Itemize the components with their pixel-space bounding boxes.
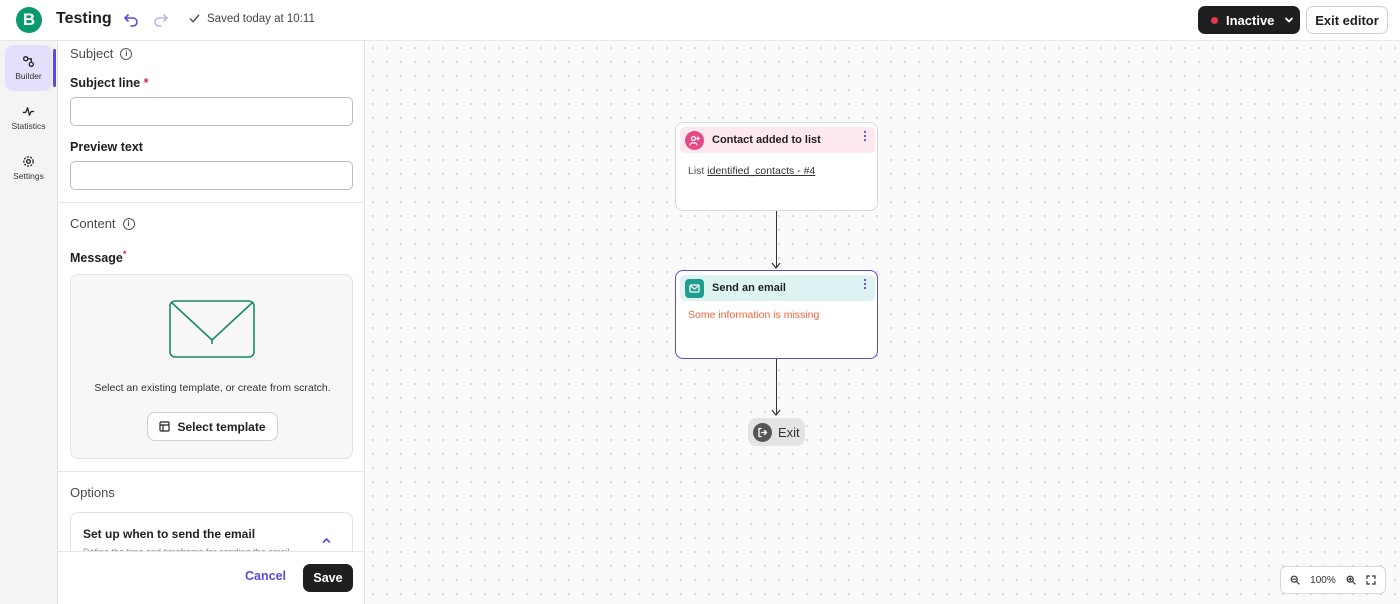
subject-section-title: Subject i [70, 46, 133, 61]
status-label: Inactive [1226, 12, 1275, 28]
arrow-head [771, 409, 781, 416]
more-menu-icon[interactable] [863, 130, 867, 142]
save-button[interactable]: Save [303, 564, 353, 592]
checkmark-icon [189, 14, 200, 23]
workflow-title[interactable]: Testing [56, 10, 112, 27]
trigger-node[interactable]: Contact added to list List identified_co… [675, 122, 878, 211]
trigger-node-title: Contact added to list [712, 134, 821, 146]
send-email-node-title: Send an email [712, 282, 786, 294]
cancel-button[interactable]: Cancel [245, 569, 286, 583]
zoom-controls: 100% [1280, 566, 1386, 594]
trigger-node-header: Contact added to list [680, 127, 875, 153]
chevron-up-icon[interactable] [321, 535, 332, 546]
subject-line-label: Subject line * [70, 76, 149, 90]
template-icon [159, 421, 171, 432]
template-hint: Select an existing template, or create f… [94, 382, 331, 394]
zoom-out-icon[interactable] [1290, 575, 1300, 585]
info-icon[interactable]: i [120, 47, 133, 60]
exit-icon [753, 422, 772, 442]
save-status-text: Saved today at 10:11 [207, 12, 315, 25]
button-label: Select template [177, 419, 266, 434]
save-status: Saved today at 10:11 [188, 12, 315, 25]
fit-screen-icon[interactable] [1366, 575, 1376, 585]
message-label: Message* [70, 249, 126, 265]
missing-info-warning: Some information is missing [688, 309, 820, 321]
user-plus-icon [685, 130, 704, 150]
nav-label: Builder [15, 71, 42, 81]
divider [58, 471, 364, 472]
builder-icon [23, 56, 34, 67]
required-marker: * [122, 249, 127, 259]
send-email-node-header: Send an email [680, 275, 875, 301]
field-label-text: Message [70, 251, 123, 266]
exit-editor-button[interactable]: Exit editor [1306, 6, 1388, 34]
message-template-box: Select an existing template, or create f… [70, 274, 353, 459]
arrow-head [771, 262, 781, 269]
workflow-canvas[interactable]: Contact added to list List identified_co… [366, 41, 1400, 604]
status-dropdown-button[interactable]: Inactive [1198, 6, 1300, 34]
statistics-icon [22, 107, 35, 116]
exit-label: Exit [778, 424, 800, 440]
connector-line [776, 211, 777, 268]
trigger-node-body: List identified_contacts - #4 [688, 165, 815, 177]
undo-icon[interactable] [122, 10, 140, 28]
active-indicator [53, 49, 56, 87]
chevron-down-icon [1285, 17, 1294, 23]
nav-item-settings[interactable]: Settings [5, 145, 52, 191]
zoom-in-icon[interactable] [1346, 575, 1356, 585]
gear-icon [23, 156, 34, 167]
top-bar: B Testing Saved today at 10:11 Inactive … [0, 0, 1400, 41]
redo-icon[interactable] [152, 10, 170, 28]
select-template-button[interactable]: Select template [147, 412, 278, 441]
section-label: Subject [70, 46, 114, 61]
list-prefix: List [688, 165, 705, 177]
preview-text-label: Preview text [70, 140, 143, 154]
field-label-text: Subject line [70, 76, 141, 90]
app-logo[interactable]: B [16, 7, 42, 33]
nav-item-statistics[interactable]: Statistics [5, 95, 52, 141]
section-label: Content [70, 216, 116, 231]
options-section-title: Options [70, 485, 115, 500]
email-settings-panel: Subject i Subject line * Preview text Co… [58, 41, 365, 604]
preview-text-input[interactable] [70, 161, 353, 190]
content-section-title: Content i [70, 216, 135, 231]
envelope-icon [685, 278, 704, 298]
more-menu-icon[interactable] [863, 278, 867, 290]
required-marker: * [143, 76, 149, 90]
zoom-level: 100% [1310, 574, 1336, 586]
status-dot [1211, 16, 1218, 24]
info-icon[interactable]: i [122, 217, 135, 230]
divider [58, 202, 364, 203]
panel-footer: Cancel Save [58, 551, 364, 604]
exit-node[interactable]: Exit [748, 418, 805, 446]
envelope-icon [169, 300, 255, 358]
side-nav: Builder Statistics Settings [0, 41, 58, 604]
nav-label: Statistics [11, 121, 46, 131]
nav-label: Settings [13, 171, 44, 181]
subject-line-input[interactable] [70, 97, 353, 126]
send-email-node[interactable]: Send an email Some information is missin… [675, 270, 878, 359]
connector-line [776, 359, 777, 415]
card-title: Set up when to send the email [83, 527, 256, 541]
list-link[interactable]: identified_contacts - #4 [707, 165, 816, 177]
nav-item-builder[interactable]: Builder [5, 45, 52, 91]
section-label: Options [70, 485, 115, 500]
